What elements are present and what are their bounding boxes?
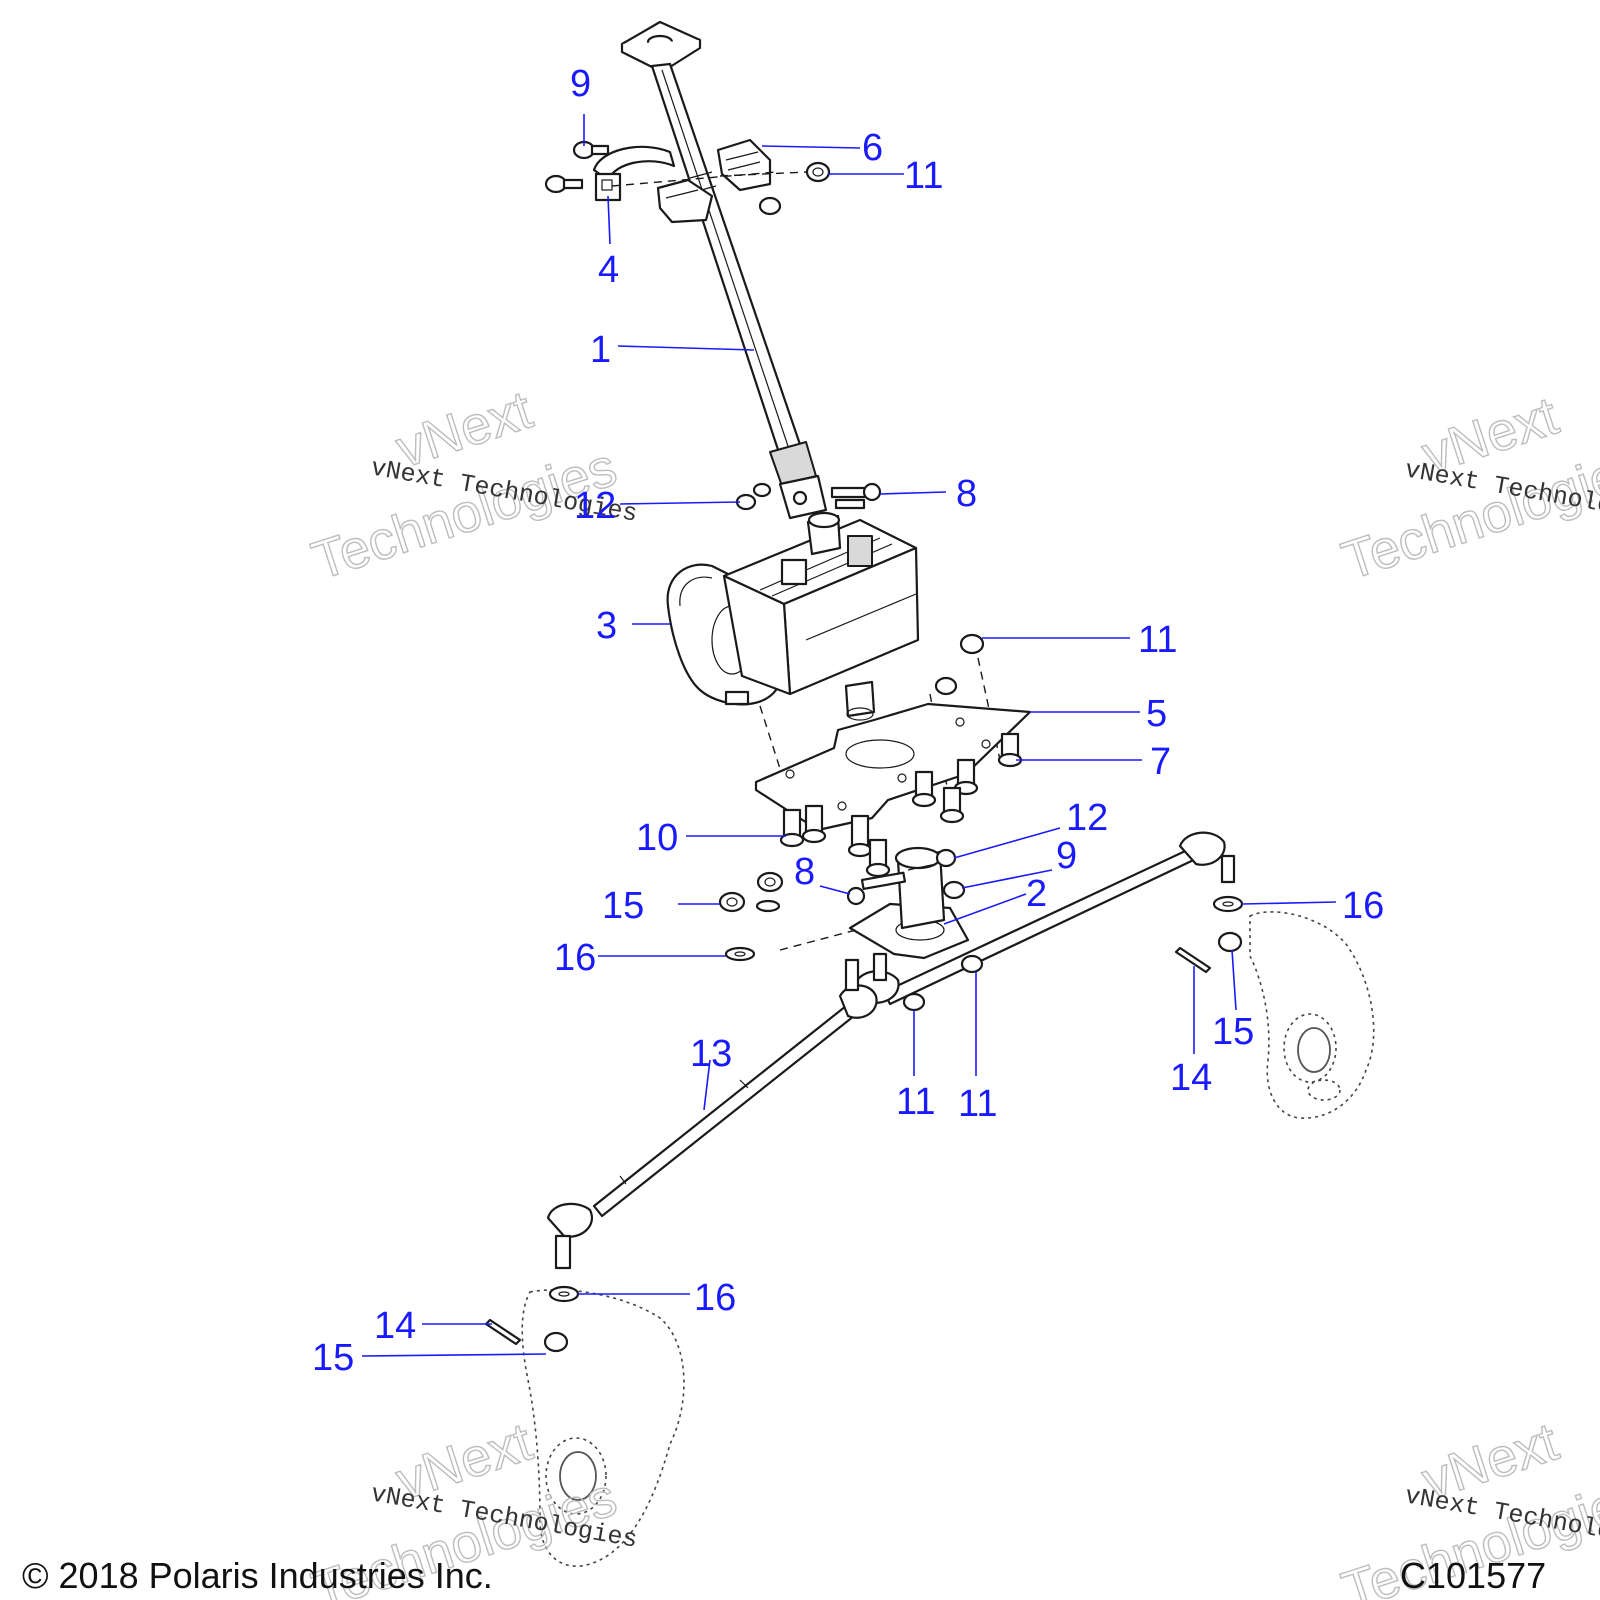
bolts-under-plate-part — [911, 758, 979, 824]
callout-11-gearbox: 11 — [1138, 619, 1177, 661]
callout-15-right: 15 — [1212, 1011, 1254, 1053]
callout-8-lower: 8 — [794, 851, 815, 893]
callout-11-bottom-left: 11 — [896, 1081, 935, 1123]
callout-16-center: 16 — [554, 937, 596, 979]
nut-11-top-part — [758, 161, 831, 216]
cotter-pin-right-part — [1174, 946, 1212, 974]
watermark-top-right: vNext Technologies vNext Technologies — [1334, 385, 1600, 592]
nut-12-lower-part — [935, 848, 957, 868]
callout-1: 1 — [590, 329, 611, 371]
leader-lines — [361, 114, 1337, 1357]
callout-12-upper: 12 — [574, 485, 616, 527]
bolt-8-lower-part — [846, 871, 907, 906]
callout-10: 10 — [636, 817, 678, 859]
diagram-code: C101577 — [1400, 1555, 1546, 1596]
washer-16-center-part — [724, 946, 756, 962]
callout-4: 4 — [598, 249, 619, 291]
callout-2: 2 — [1026, 873, 1047, 915]
bolts-10-part — [779, 804, 891, 878]
knuckle-right-part — [1212, 895, 1375, 1119]
bolt-8-upper-part — [830, 482, 882, 510]
clamp-6-part — [656, 138, 772, 224]
cotter-pin-left-part — [484, 1318, 522, 1346]
steering-column-part — [620, 20, 828, 520]
callout-9-lower: 9 — [1056, 835, 1077, 877]
callout-16-right: 16 — [1342, 885, 1384, 927]
callout-11-top: 11 — [904, 155, 943, 197]
copyright-notice: © 2018 Polaris Industries Inc. — [22, 1555, 493, 1596]
callout-8-upper: 8 — [956, 473, 977, 515]
bolt-left-clamp-part — [544, 174, 584, 194]
bolt-7-part — [997, 732, 1023, 768]
callout-14-right: 14 — [1170, 1057, 1212, 1099]
callout-11-bottom-right: 11 — [958, 1083, 997, 1125]
callout-12-lower: 12 — [1066, 797, 1108, 839]
callout-6: 6 — [862, 127, 883, 169]
steering-gearbox-part — [666, 511, 920, 721]
callout-15-left: 15 — [312, 1337, 354, 1379]
knuckle-left-part — [521, 1285, 685, 1567]
bolt-9-top-part — [572, 140, 610, 160]
callout-16-left: 16 — [694, 1277, 736, 1319]
callout-13: 13 — [690, 1033, 732, 1075]
callout-7: 7 — [1150, 741, 1171, 783]
callout-9-upper: 9 — [570, 63, 591, 105]
callout-labels: 1 2 3 4 5 6 7 8 8 9 9 10 11 11 11 11 12 … — [312, 63, 1384, 1379]
washer-9-lower-part — [942, 880, 966, 900]
callout-14-left: 14 — [374, 1305, 416, 1347]
callout-15-center: 15 — [602, 885, 644, 927]
alignment-dash-left — [759, 705, 791, 801]
callout-3: 3 — [596, 605, 617, 647]
pitman-arm-part — [848, 846, 970, 960]
nut-11-gearbox-part — [934, 633, 985, 696]
nut-11-tierod-part — [902, 954, 984, 1012]
nut-12-upper-part — [735, 482, 772, 511]
alignment-dash-nut — [719, 171, 809, 177]
alignment-dash-washer — [779, 929, 857, 951]
nuts-15-center-part — [718, 871, 784, 913]
tie-rod-left-part — [546, 958, 878, 1270]
callout-5: 5 — [1146, 693, 1167, 735]
